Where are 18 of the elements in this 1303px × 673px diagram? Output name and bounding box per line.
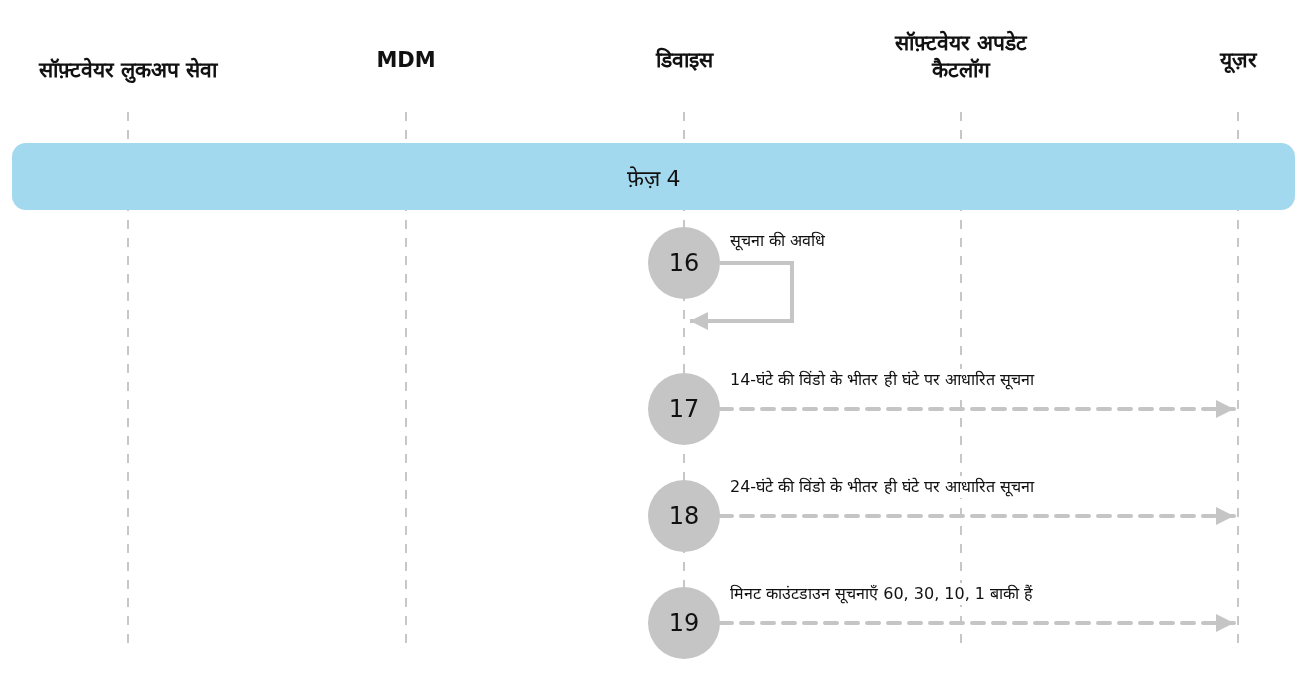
edge-label: मिनट काउंटडाउन सूचनाएँ 60, 30, 10, 1 बाकी हैं (730, 583, 1034, 605)
actor-label: सॉफ़्टवेयर अपडेट कैटलॉग (866, 24, 1056, 84)
actor-label: सॉफ़्टवेयर लुकअप सेवा (38, 24, 218, 84)
edge-label: 14-घंटे की विंडो के भीतर ही घंटे पर आधारित सूचना (730, 369, 1034, 391)
step-circle: 17 (648, 373, 720, 445)
arrow (718, 614, 1236, 632)
arrow (718, 400, 1236, 418)
actor-label: MDM (336, 44, 476, 74)
actor-label: डिवाइस (614, 44, 754, 74)
edge-label: 24-घंटे की विंडो के भीतर ही घंटे पर आधारित सूचना (730, 476, 1034, 498)
step-circle: 16 (648, 227, 720, 299)
phase-band: फ़ेज़ 4 (12, 143, 1295, 210)
step-circle: 19 (648, 587, 720, 659)
step-circle: 18 (648, 480, 720, 552)
arrow (690, 261, 794, 330)
edge-label: सूचना की अवधि (730, 230, 826, 252)
actor-label: यूज़र (1188, 44, 1288, 74)
arrow (718, 507, 1236, 525)
